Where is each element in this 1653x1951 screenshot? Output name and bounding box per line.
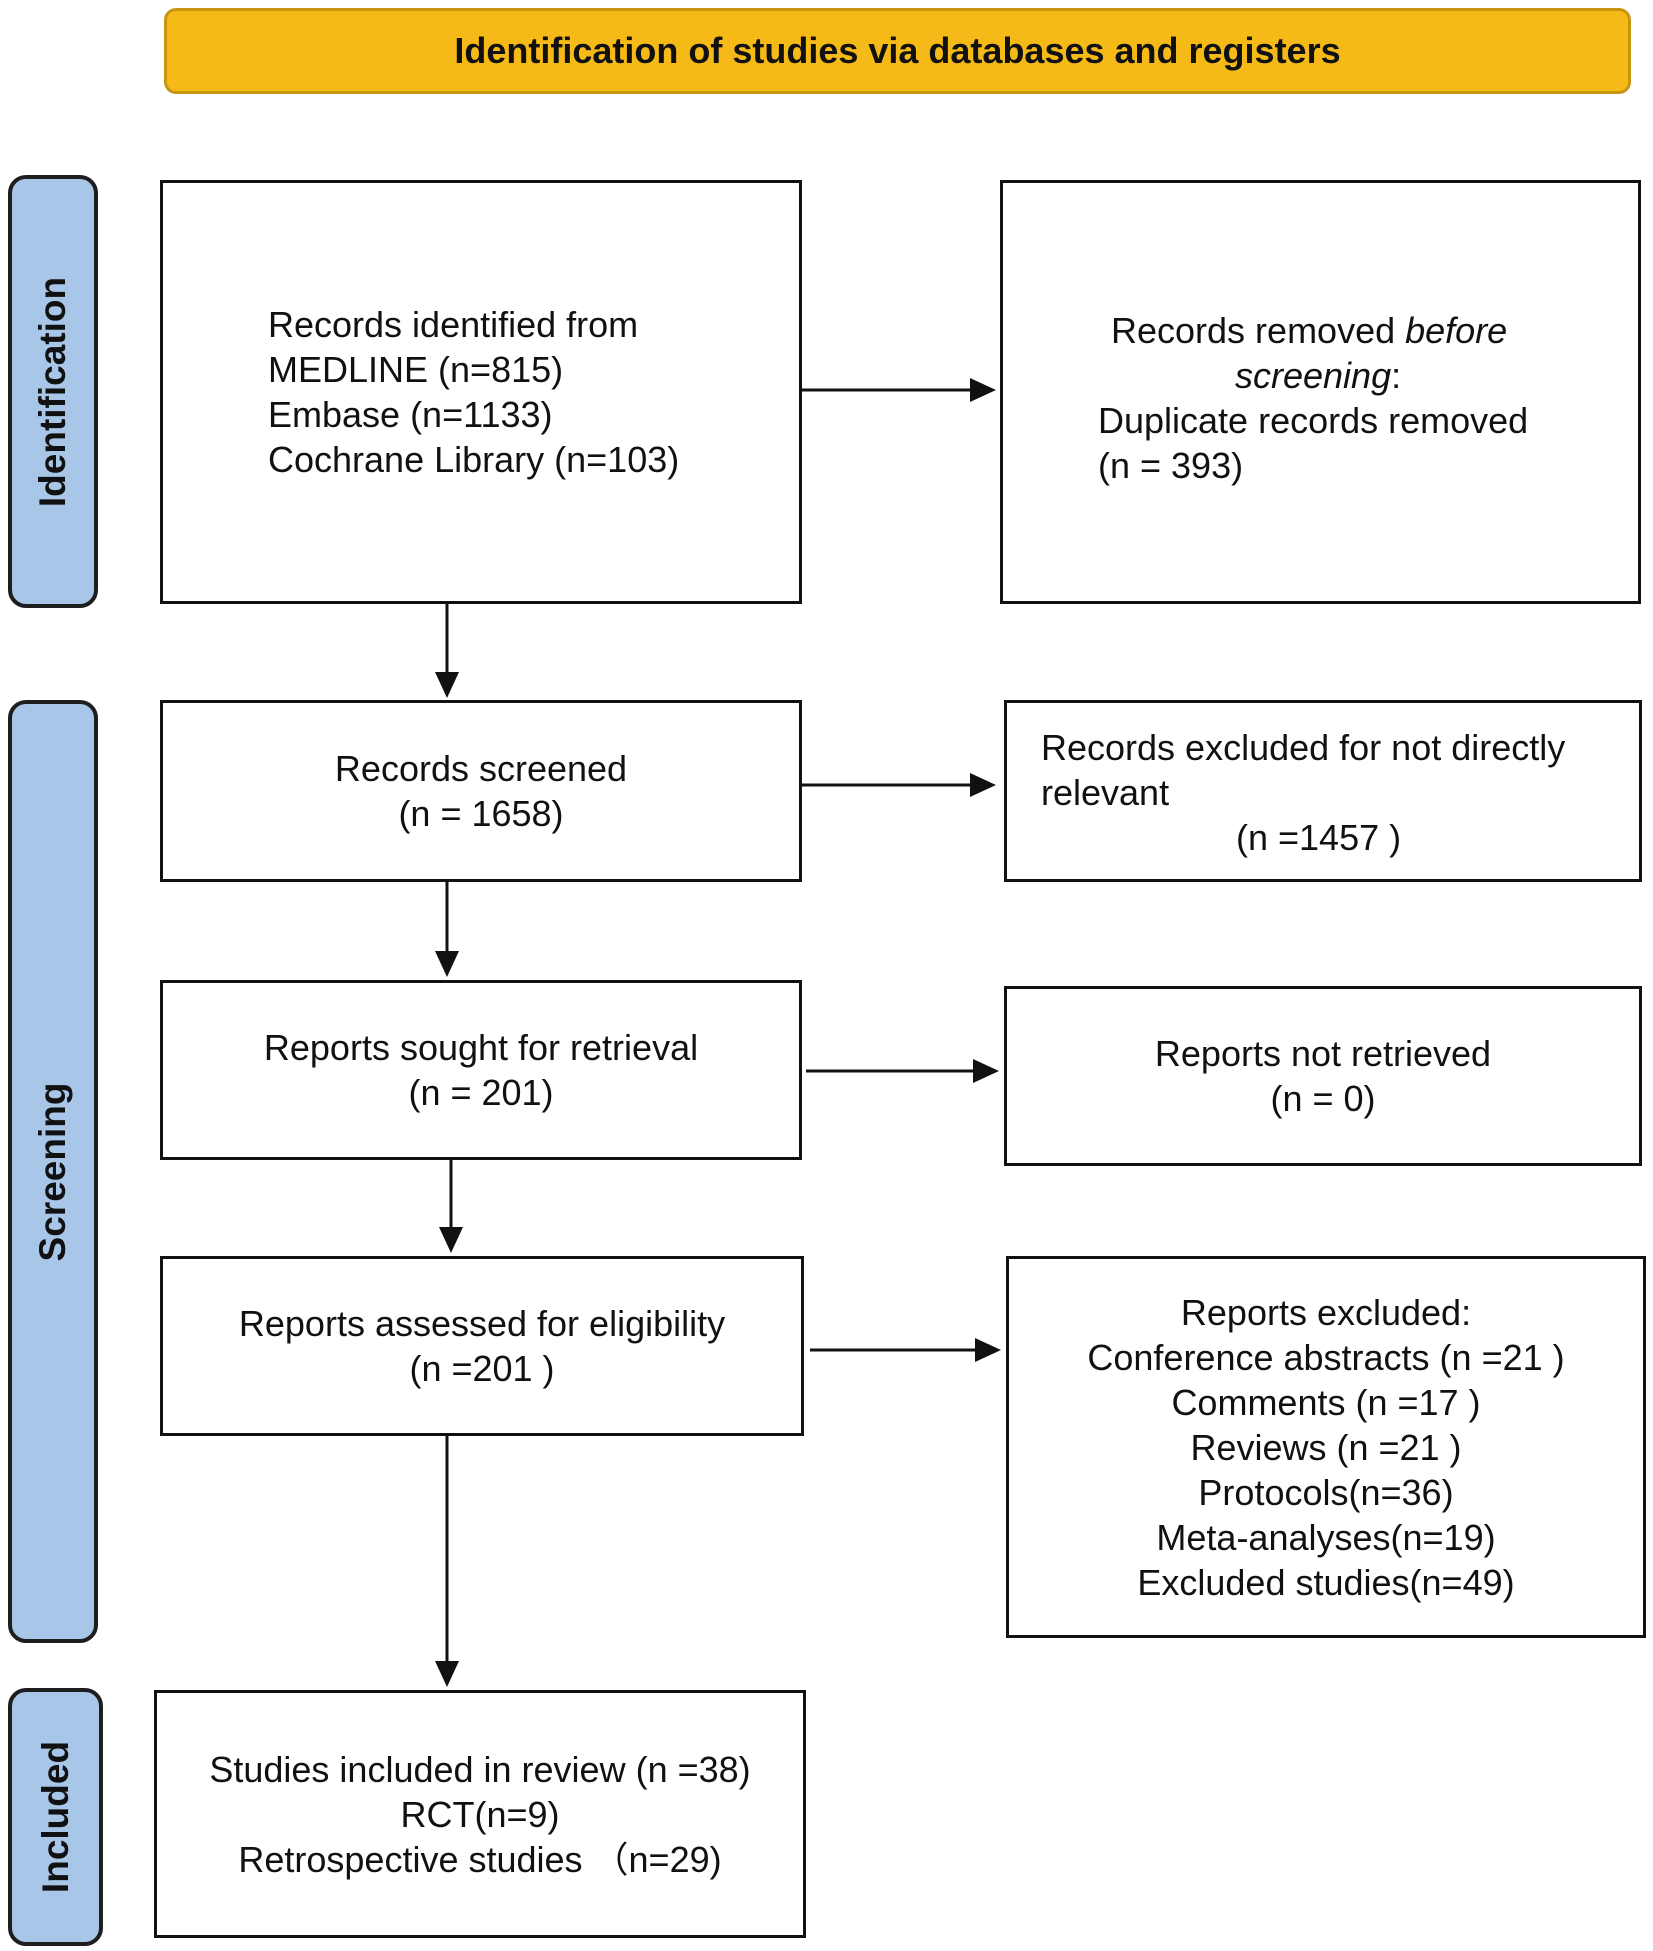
reports-excluded-line: Comments (n =17 ) [1171, 1381, 1481, 1423]
records-removed-line3: Duplicate records removed [1098, 400, 1529, 441]
phase-included: Included [8, 1688, 103, 1946]
phase-screening: Screening [8, 700, 98, 1643]
records-identified-line: Embase (n=1133) [268, 394, 553, 435]
arrow-to-studies-included [435, 1436, 459, 1687]
studies-included-box: Studies included in review (n =38) RCT(n… [154, 1690, 806, 1938]
header-title: Identification of studies via databases … [454, 30, 1341, 71]
reports-sought-box: Reports sought for retrieval (n = 201) [160, 980, 802, 1160]
reports-sought-line: Reports sought for retrieval [263, 1027, 699, 1068]
reports-excluded-line: Meta-analyses(n=19) [1156, 1516, 1496, 1558]
reports-excluded-line: Reports excluded: [1180, 1291, 1472, 1333]
reports-assessed-line: Reports assessed for eligibility [238, 1303, 726, 1344]
arrow-to-records-screened [435, 604, 459, 698]
reports-sought-line: (n = 201) [408, 1072, 554, 1113]
records-screened-box: Records screened (n = 1658) [160, 700, 802, 882]
records-removed-line2: screening: [1098, 353, 1638, 398]
records-excluded-line: Records excluded for not directly [1041, 727, 1566, 768]
header-banner: Identification of studies via databases … [164, 8, 1631, 94]
reports-not-retrieved-box: Reports not retrieved (n = 0) [1004, 986, 1642, 1166]
arrow-to-records-removed [802, 378, 996, 402]
reports-excluded-line: Excluded studies(n=49) [1137, 1561, 1515, 1603]
reports-excluded-line: Conference abstracts (n =21 ) [1087, 1336, 1565, 1378]
studies-included-line: Retrospective studies （n=29) [238, 1838, 722, 1880]
reports-assessed-line: (n =201 ) [409, 1348, 555, 1389]
records-identified-line: Records identified from [268, 304, 639, 345]
records-identified-line: Cochrane Library (n=103) [268, 439, 680, 480]
records-identified-box: Records identified from MEDLINE (n=815) … [160, 180, 802, 604]
records-excluded-line: relevant [1041, 772, 1170, 813]
records-screened-line: Records screened [334, 748, 628, 789]
studies-included-line: RCT(n=9) [400, 1793, 560, 1835]
reports-assessed-box: Reports assessed for eligibility (n =201… [160, 1256, 804, 1436]
records-removed-box: Records removed before screening: Duplic… [1000, 180, 1641, 604]
records-screened-line: (n = 1658) [398, 793, 564, 834]
reports-excluded-box: Reports excluded: Conference abstracts (… [1006, 1256, 1646, 1638]
arrow-to-reports-sought [435, 882, 459, 977]
studies-included-line: Studies included in review (n =38) [209, 1748, 751, 1790]
records-removed-emphasis: screening [1235, 355, 1392, 396]
records-removed-text: : [1391, 355, 1402, 396]
reports-excluded-line: Reviews (n =21 ) [1190, 1426, 1462, 1468]
records-removed-emphasis: before [1405, 310, 1508, 351]
arrow-to-reports-assessed [439, 1160, 463, 1253]
arrow-to-records-excluded [802, 773, 996, 797]
records-excluded-box: Records excluded for not directly releva… [1004, 700, 1642, 882]
phase-identification: Identification [8, 175, 98, 608]
records-removed-text: Records removed [1111, 310, 1406, 351]
records-excluded-line: (n =1457 ) [1236, 817, 1402, 858]
records-removed-line1: Records removed before [1098, 308, 1638, 353]
arrow-to-reports-not-retrieved [806, 1059, 999, 1083]
arrow-to-reports-excluded [810, 1338, 1001, 1362]
phase-screening-label: Screening [32, 1082, 73, 1261]
phase-identification-label: Identification [32, 276, 73, 507]
reports-excluded-line: Protocols(n=36) [1198, 1471, 1454, 1513]
phase-included-label: Included [34, 1740, 76, 1894]
reports-not-retrieved-line: Reports not retrieved [1154, 1033, 1492, 1074]
records-removed-line4: (n = 393) [1098, 445, 1244, 486]
reports-not-retrieved-line: (n = 0) [1270, 1078, 1376, 1119]
records-identified-line: MEDLINE (n=815) [268, 349, 564, 390]
